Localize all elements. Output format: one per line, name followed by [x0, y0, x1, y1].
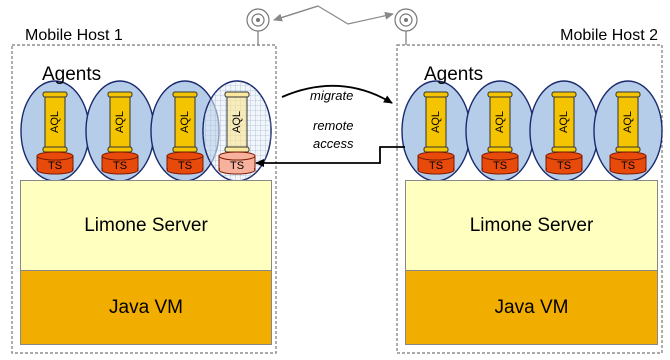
aql-scroll: AQL	[224, 91, 250, 153]
ts-cylinder: TS	[609, 151, 647, 175]
agent-1-3: AQL TS	[150, 80, 220, 182]
ts-label: TS	[429, 160, 443, 172]
ts-cylinder: TS	[417, 151, 455, 175]
ts-cylinder: TS	[166, 151, 204, 175]
java-vm-label: Java VM	[494, 296, 569, 318]
remote-label: remote	[313, 118, 354, 133]
ts-label: TS	[621, 160, 635, 172]
ts-cylinder: TS	[101, 151, 139, 175]
ts-label: TS	[557, 160, 571, 172]
agent-2-2: AQL TS	[465, 80, 535, 182]
aql-scroll: AQL	[172, 91, 198, 153]
java-vm-label: Java VM	[109, 296, 183, 318]
limone-server-host-2: Limone Server	[405, 180, 658, 271]
ts-label: TS	[113, 160, 127, 172]
ts-label: TS	[493, 160, 507, 172]
wireless-link-icon	[273, 5, 394, 25]
ts-cylinder: TS	[36, 151, 74, 175]
java-vm-host-2: Java VM	[405, 270, 658, 345]
agent-2-1: AQL TS	[401, 80, 471, 182]
aql-label: AQL	[179, 111, 191, 133]
mobile-host-2-title: Mobile Host 2	[560, 27, 658, 44]
agents-label-host-2: Agents	[424, 64, 484, 85]
aql-label: AQL	[494, 111, 506, 133]
aql-label: AQL	[49, 111, 61, 133]
agent-1-1: AQL TS	[20, 80, 90, 182]
limone-server-host-1: Limone Server	[20, 180, 272, 271]
java-vm-host-1: Java VM	[20, 270, 272, 345]
limone-server-label: Limone Server	[469, 215, 594, 236]
agent-1-4: AQL TS	[202, 80, 272, 182]
aql-scroll: AQL	[615, 91, 641, 153]
agents-group-host-2: AQL TS AQL TS AQL TS AQL TS	[401, 80, 663, 182]
antenna-icon	[394, 8, 418, 45]
aql-label: AQL	[622, 111, 634, 133]
access-label: access	[313, 136, 354, 151]
mobile-host-1-border	[11, 44, 277, 354]
agent-2-3: AQL TS	[529, 80, 599, 182]
limone-server-label: Limone Server	[84, 215, 208, 236]
aql-scroll: AQL	[423, 91, 449, 153]
agents-label-host-1: Agents	[42, 64, 102, 85]
mobile-host-1-title: Mobile Host 1	[25, 27, 123, 44]
antenna-icon	[246, 8, 270, 45]
aql-scroll: AQL	[42, 91, 68, 153]
aql-label: AQL	[430, 111, 442, 133]
mobile-host-2-border	[396, 44, 663, 354]
agent-2-4: AQL TS	[593, 80, 663, 182]
migrate-label: migrate	[310, 88, 354, 103]
remote-access-arrow	[255, 146, 405, 167]
migrate-arrow	[281, 84, 393, 104]
ts-label: TS	[48, 160, 62, 172]
agent-1-2: AQL TS	[85, 80, 155, 182]
ts-label: TS	[178, 160, 192, 172]
ts-cylinder: TS	[481, 151, 519, 175]
agents-group-host-1: AQL TS AQL TS AQL TS AQL TS	[20, 80, 272, 182]
aql-scroll: AQL	[107, 91, 133, 153]
aql-scroll: AQL	[487, 91, 513, 153]
ts-cylinder: TS	[545, 151, 583, 175]
ts-cylinder: TS	[218, 151, 256, 175]
ts-label: TS	[230, 160, 244, 172]
aql-scroll: AQL	[551, 91, 577, 153]
aql-label: AQL	[231, 111, 243, 133]
aql-label: AQL	[114, 111, 126, 133]
aql-label: AQL	[558, 111, 570, 133]
